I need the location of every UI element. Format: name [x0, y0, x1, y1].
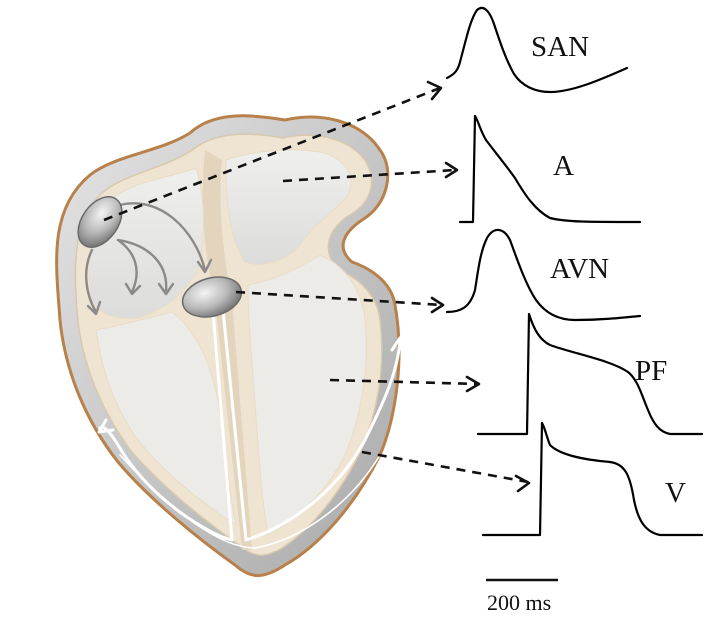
pointer-arrowhead-pf: [467, 377, 479, 391]
trace-labels: SAN A AVN PF V: [531, 31, 686, 509]
time-scale-bar: 200 ms: [486, 580, 558, 615]
label-avn: AVN: [550, 253, 609, 285]
trace-avn: [447, 230, 640, 320]
trace-a: [460, 116, 640, 222]
trace-pf: [478, 314, 702, 434]
label-v: V: [665, 477, 686, 509]
pointer-arrowhead-v: [516, 476, 529, 491]
pointer-arrow-v: [362, 452, 528, 482]
label-san: SAN: [531, 31, 589, 63]
label-pf: PF: [635, 355, 667, 387]
label-a: A: [553, 150, 574, 182]
heart-illustration: [57, 116, 405, 576]
scale-bar-label: 200 ms: [487, 590, 551, 615]
